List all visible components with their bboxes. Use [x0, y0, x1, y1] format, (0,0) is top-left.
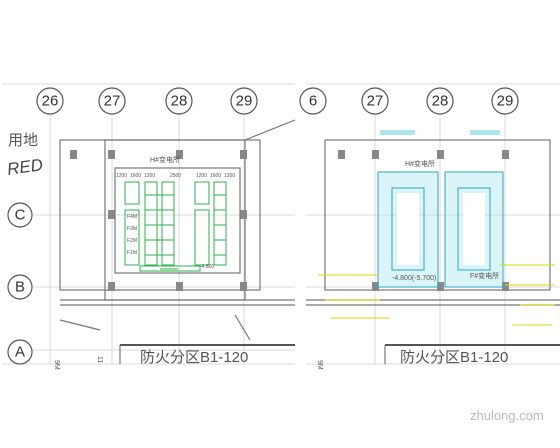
- axis-bubble-29: 29: [230, 87, 258, 115]
- column: [372, 282, 379, 291]
- axis-label-A: A: [15, 344, 25, 361]
- yong-label: 用地: [8, 132, 38, 149]
- column: [338, 150, 345, 159]
- cabinet: [194, 181, 210, 205]
- column: [240, 210, 247, 219]
- axis-bubble-6: 6: [299, 87, 327, 115]
- axis-label-B: B: [15, 279, 25, 296]
- column: [437, 150, 444, 159]
- cabinet-row: [124, 209, 140, 266]
- axis-label-27-right: 27: [367, 93, 384, 110]
- axis-bubble-28: 28: [165, 87, 193, 115]
- axis-bubble-29-right: 29: [491, 87, 519, 115]
- column: [372, 150, 379, 159]
- substation-right-h: H#变电所: [377, 159, 439, 288]
- dim-label: 1600: [210, 173, 221, 179]
- cabinet-label: F2M: [127, 238, 137, 244]
- column: [502, 150, 509, 159]
- cabinet-row: [161, 181, 175, 266]
- axis-bubble-27: 27: [98, 87, 126, 115]
- room-label-f-right: F#变电所: [470, 271, 499, 280]
- watermark: zhulong.com: [470, 408, 544, 423]
- column: [240, 150, 247, 159]
- column: [108, 282, 115, 291]
- column: [108, 210, 115, 219]
- axis-bubble-26: 26: [36, 87, 64, 115]
- dim-label: 1200: [224, 173, 235, 179]
- axis-label-29-right: 29: [497, 93, 514, 110]
- substation-left: H#变电所 1200 1600 1200 2500 1200 1600 1200…: [114, 155, 241, 274]
- axis-label-27: 27: [104, 93, 121, 110]
- cabinet-row: [194, 209, 210, 266]
- side-label-11: 11: [96, 356, 103, 363]
- dim-label: 1200: [196, 173, 207, 179]
- cabinet: [124, 181, 140, 205]
- axis-label-28-right: 28: [432, 93, 449, 110]
- cabinet-row: [213, 181, 227, 266]
- axis-bubble-A: A: [7, 339, 33, 365]
- left-floor-plan: 26 27 28 29 C B A 用地 RED: [2, 83, 296, 370]
- axis-label-29: 29: [236, 93, 253, 110]
- cabinet-label: F4M: [127, 214, 137, 220]
- dim-label: 1600: [130, 173, 141, 179]
- axis-label-6: 6: [309, 93, 317, 110]
- dim-label: 2500: [170, 173, 181, 179]
- column: [176, 282, 183, 291]
- axis-label-26: 26: [42, 93, 59, 110]
- axis-label-28: 28: [171, 93, 188, 110]
- side-label-9m: 9M: [53, 360, 60, 370]
- substation-right-f: F#变电所: [444, 171, 504, 288]
- bottom-label-left: 防火分区B1-120: [140, 349, 248, 366]
- level-label-right: -4.800(-5.700): [392, 275, 436, 282]
- room-label-h-right: H#变电所: [405, 159, 435, 168]
- column: [240, 282, 247, 291]
- cabinet-row: [144, 181, 158, 266]
- axis-bubble-B: B: [7, 274, 33, 300]
- right-floor-plan: 6 27 28 29: [299, 83, 560, 423]
- room-label-h: H#变电所: [150, 155, 180, 164]
- axis-bubble-27-right: 27: [361, 87, 389, 115]
- side-label-9m-right: 9M: [316, 360, 323, 370]
- axis-bubble-28-right: 28: [426, 87, 454, 115]
- red-label: RED: [6, 155, 44, 179]
- level-label: -4.800: [200, 264, 214, 270]
- column: [437, 282, 444, 291]
- column: [176, 150, 183, 159]
- axis-bubble-C: C: [7, 202, 33, 228]
- column: [502, 282, 509, 291]
- column: [70, 150, 77, 159]
- dim-label: 1200: [116, 173, 127, 179]
- bottom-label-right: 防火分区B1-120: [400, 349, 508, 366]
- cabinet-label: F1M: [127, 250, 137, 256]
- column: [108, 150, 115, 159]
- cabinet-label: F3M: [127, 226, 137, 232]
- axis-label-C: C: [15, 207, 26, 224]
- dim-label: 1200: [144, 173, 155, 179]
